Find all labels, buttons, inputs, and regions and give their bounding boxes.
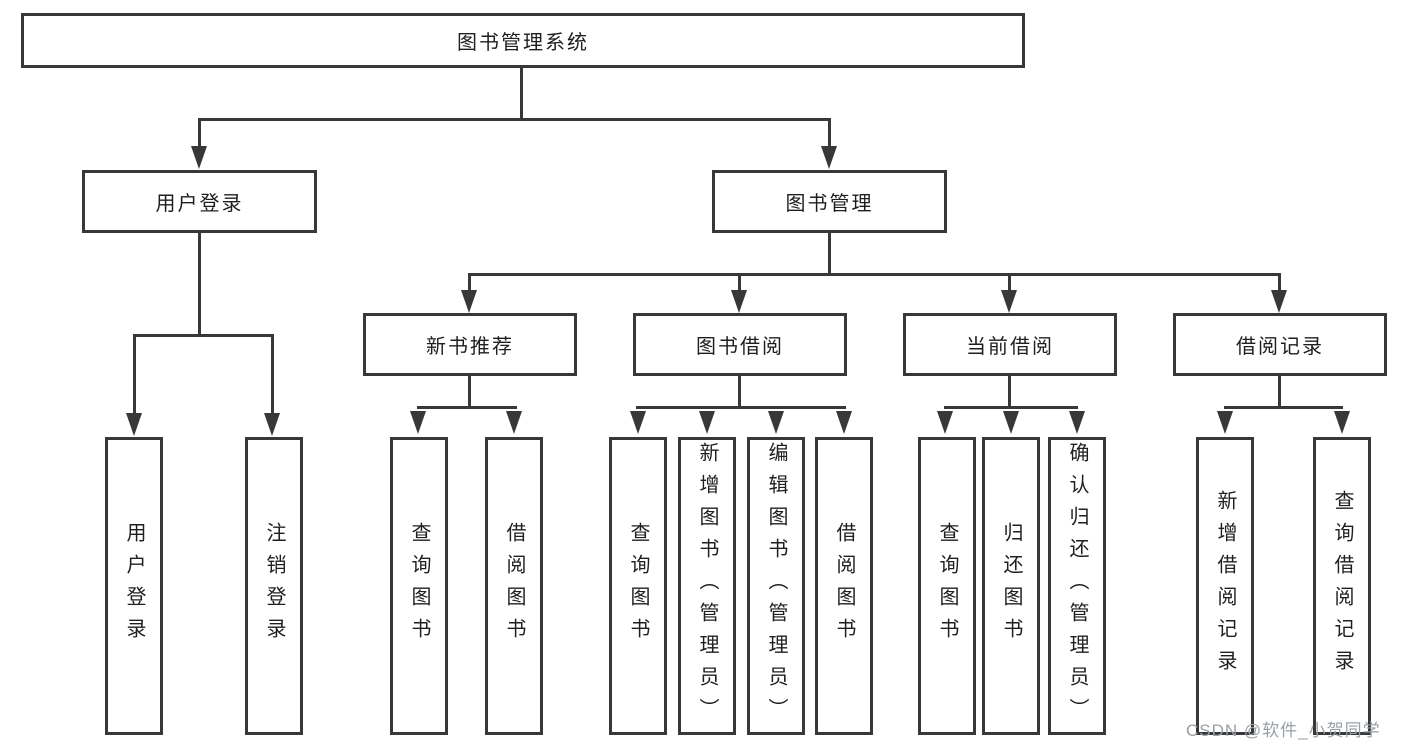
node-leaf-borrow-books: 借阅图书 <box>815 437 873 735</box>
arrowhead-down-icon <box>506 411 522 434</box>
node-label: 当前借阅 <box>966 336 1054 358</box>
connector-line <box>133 334 136 416</box>
arrowhead-down-icon <box>1001 290 1017 313</box>
node-label: 新增借阅记录 <box>1214 490 1236 682</box>
connector-line <box>828 118 831 148</box>
node-leaf-add-borrow-record: 新增借阅记录 <box>1196 437 1254 735</box>
node-label: 图书管理系统 <box>457 32 589 54</box>
connector-line <box>738 376 741 409</box>
node-borrowing-records: 借阅记录 <box>1173 313 1387 376</box>
connector-line <box>468 273 1281 276</box>
node-book-management-branch: 图书管理 <box>712 170 947 233</box>
node-leaf-edit-book-admin: 编辑图书（管理员） <box>747 437 805 735</box>
node-label: 归还图书 <box>1000 522 1022 650</box>
node-user-login-branch: 用户登录 <box>82 170 317 233</box>
node-label: 查询图书 <box>936 522 958 650</box>
node-label: 图书管理 <box>785 193 874 215</box>
node-leaf-logout: 注销登录 <box>245 437 303 735</box>
arrowhead-down-icon <box>410 411 426 434</box>
node-leaf-add-book-admin: 新增图书（管理员） <box>678 437 736 735</box>
node-current-borrowing: 当前借阅 <box>903 313 1117 376</box>
node-leaf-query-books-current: 查询图书 <box>918 437 976 735</box>
node-new-book-recommend: 新书推荐 <box>363 313 577 376</box>
arrowhead-down-icon <box>821 146 837 169</box>
node-leaf-query-borrow-record: 查询借阅记录 <box>1313 437 1371 735</box>
node-label: 借阅图书 <box>833 522 855 650</box>
connector-line <box>1008 273 1011 293</box>
connector-line <box>468 376 471 409</box>
arrowhead-down-icon <box>1217 411 1233 434</box>
node-label: 查询图书 <box>408 522 430 650</box>
connector-line <box>417 406 517 409</box>
arrowhead-down-icon <box>1334 411 1350 434</box>
connector-line <box>828 233 831 276</box>
connector-line <box>271 334 274 416</box>
node-leaf-borrow-books-recommend: 借阅图书 <box>485 437 543 735</box>
node-leaf-return-book: 归还图书 <box>982 437 1040 735</box>
connector-line <box>468 273 471 293</box>
node-book-borrowing: 图书借阅 <box>633 313 847 376</box>
node-label: 查询借阅记录 <box>1331 490 1353 682</box>
arrowhead-down-icon <box>699 411 715 434</box>
node-label: 借阅记录 <box>1236 336 1324 358</box>
arrowhead-down-icon <box>1271 290 1287 313</box>
connector-line <box>636 406 846 409</box>
node-label: 查询图书 <box>627 522 649 650</box>
arrowhead-down-icon <box>264 413 280 436</box>
node-leaf-query-books-borrowing: 查询图书 <box>609 437 667 735</box>
arrowhead-down-icon <box>1003 411 1019 434</box>
connector-line <box>133 334 273 337</box>
node-label: 确认归还（管理员） <box>1066 442 1088 730</box>
node-label: 新增图书（管理员） <box>696 442 718 730</box>
arrowhead-down-icon <box>630 411 646 434</box>
node-leaf-user-login: 用户登录 <box>105 437 163 735</box>
arrowhead-down-icon <box>937 411 953 434</box>
arrowhead-down-icon <box>1069 411 1085 434</box>
watermark-text: CSDN @软件_小贺同学 <box>1186 721 1381 740</box>
connector-line <box>198 233 201 337</box>
connector-line <box>198 118 831 121</box>
arrowhead-down-icon <box>731 290 747 313</box>
node-label: 用户登录 <box>123 522 145 650</box>
connector-line <box>1224 406 1343 409</box>
node-label: 用户登录 <box>155 193 244 215</box>
node-label: 新书推荐 <box>426 336 514 358</box>
arrowhead-down-icon <box>126 413 142 436</box>
arrowhead-down-icon <box>461 290 477 313</box>
node-label: 图书借阅 <box>696 336 784 358</box>
node-label: 注销登录 <box>263 522 285 650</box>
arrowhead-down-icon <box>768 411 784 434</box>
node-leaf-query-books-recommend: 查询图书 <box>390 437 448 735</box>
connector-line <box>944 406 1078 409</box>
node-root-library-system: 图书管理系统 <box>21 13 1025 68</box>
connector-line <box>1008 376 1011 409</box>
arrowhead-down-icon <box>836 411 852 434</box>
node-leaf-confirm-return-admin: 确认归还（管理员） <box>1048 437 1106 735</box>
connector-line <box>1278 376 1281 409</box>
arrowhead-down-icon <box>191 146 207 169</box>
connector-line <box>520 68 523 120</box>
connector-line <box>198 118 201 148</box>
node-label: 借阅图书 <box>503 522 525 650</box>
node-label: 编辑图书（管理员） <box>765 442 787 730</box>
connector-line <box>738 273 741 293</box>
connector-line <box>1278 273 1281 293</box>
